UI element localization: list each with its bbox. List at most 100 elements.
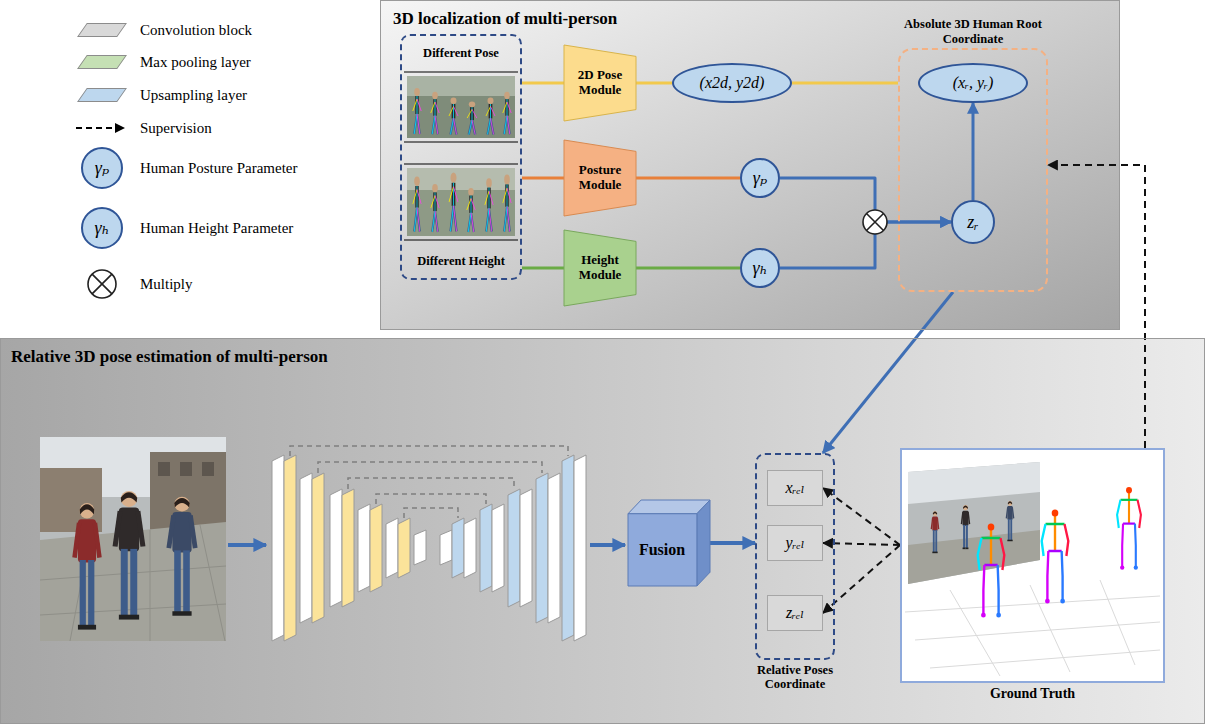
heading: 3D localization of multi-person [393,9,617,29]
flow-arrow [228,545,625,546]
panel: Relative 3D pose estimation of multi-per… [0,338,1205,724]
multiply-symbol [863,210,887,234]
flow-connector [522,267,564,270]
network-layer [440,530,452,565]
input-photo [75,503,100,630]
input-photo [40,522,226,641]
flow-connector [792,82,898,85]
height-samples [449,173,458,232]
ground-truth-plot [908,462,1040,584]
pose-samples [407,76,515,138]
height-samples [407,168,515,190]
height-samples [467,188,475,232]
panel: 3D localization of multi-personDifferent… [380,0,1120,330]
trapezoid-shape [564,230,636,306]
height-samples [407,168,515,236]
skip-connection [348,478,514,489]
multiply-symbol [863,210,887,234]
network-layer [312,473,324,623]
legend-row: Supervision [140,118,212,138]
flow-connector [636,177,740,180]
module-trapezoid: Posture Module [564,140,636,216]
skip-connection [290,446,568,456]
fusion-cube: Fusion [628,500,710,586]
ground-truth-plot [1042,510,1069,604]
legend-samples [82,148,122,188]
node-label: Posture Module [564,163,636,193]
network-layer [548,473,560,623]
legend-samples [92,274,112,294]
heading: Relative 3D pose estimation of multi-per… [11,347,328,367]
multiply-symbol [867,214,884,231]
panel-background [0,338,1205,724]
legend-row: Multiply [140,274,193,294]
node-label: (x2d, y2d) [700,74,765,92]
node-label: 2D Pose Module [564,68,636,98]
output-group: Relative Poses Coordinatexᵣₑₗyᵣₑₗzᵣₑₗ [755,453,835,660]
input-photo [180,462,192,476]
heading: Relative Poses Coordinate [735,663,855,692]
outer-label-holder: Relative Poses Coordinate [735,663,855,692]
legend-swatch [77,88,127,102]
outer-label-holder: Ground Truth [923,686,1143,702]
parameter-circle: γₕ [740,248,780,288]
network-layer [452,518,464,578]
legend-samples [88,270,116,298]
coordinate-ellipse: (x2d, y2d) [672,63,792,103]
legend-text: Supervision [140,118,212,138]
height-samples [404,239,518,240]
ground-truth-plot [902,450,1163,681]
legend-samples [82,208,122,248]
legend-text: Max pooling layer [140,52,251,72]
trapezoid-shape [564,140,636,216]
pose-samples [407,76,515,96]
height-samples [485,178,493,231]
network-layer [520,489,532,607]
legend-row: Human Height Parameter [140,218,293,238]
ground-truth-frame: Ground Truth [900,448,1165,683]
skip-connection [376,494,486,504]
flow-connector [780,178,951,222]
ground-truth-plot [1117,487,1141,570]
panel-background [380,0,1120,330]
network-layer [272,455,284,641]
network-layer [508,489,520,607]
legend-row: Convolution block [140,20,252,40]
network-layer [330,489,342,607]
height-samples [503,174,511,231]
legend-samples [76,128,124,298]
flow-connector [636,267,740,270]
legend-row: Max pooling layer [140,52,251,72]
cube-shape [628,500,710,514]
legend-text: Multiply [140,274,193,294]
ground-truth-plot [931,511,938,553]
heading: Ground Truth [990,686,1075,702]
network-layer [300,473,312,623]
input-photo [202,462,214,476]
network-layer [574,455,586,641]
network-layer [398,518,410,578]
pose-samples [404,141,518,142]
skip-connection [404,508,458,518]
pose-samples [467,101,477,134]
flow-arrow [228,543,266,547]
input-group: Different PoseDifferent Height [400,34,522,280]
ground-truth-plot [905,580,1160,676]
network-layer [492,504,504,592]
network-layer [284,455,296,641]
network-layer [358,504,370,592]
network-layer [272,455,586,641]
legend-text: Human Posture Parameter [140,158,297,178]
flow-connector [522,82,564,85]
flow-connector [780,222,951,268]
pose-samples [413,88,421,134]
ground-truth-plot [902,450,1163,681]
trapezoid-shape [564,45,636,121]
node-label: Height Module [564,253,636,283]
legend-text: Convolution block [140,20,252,40]
legend-text: Upsampling layer [140,85,247,105]
network-layer [562,455,574,641]
label-holder: γₚ [82,154,122,182]
